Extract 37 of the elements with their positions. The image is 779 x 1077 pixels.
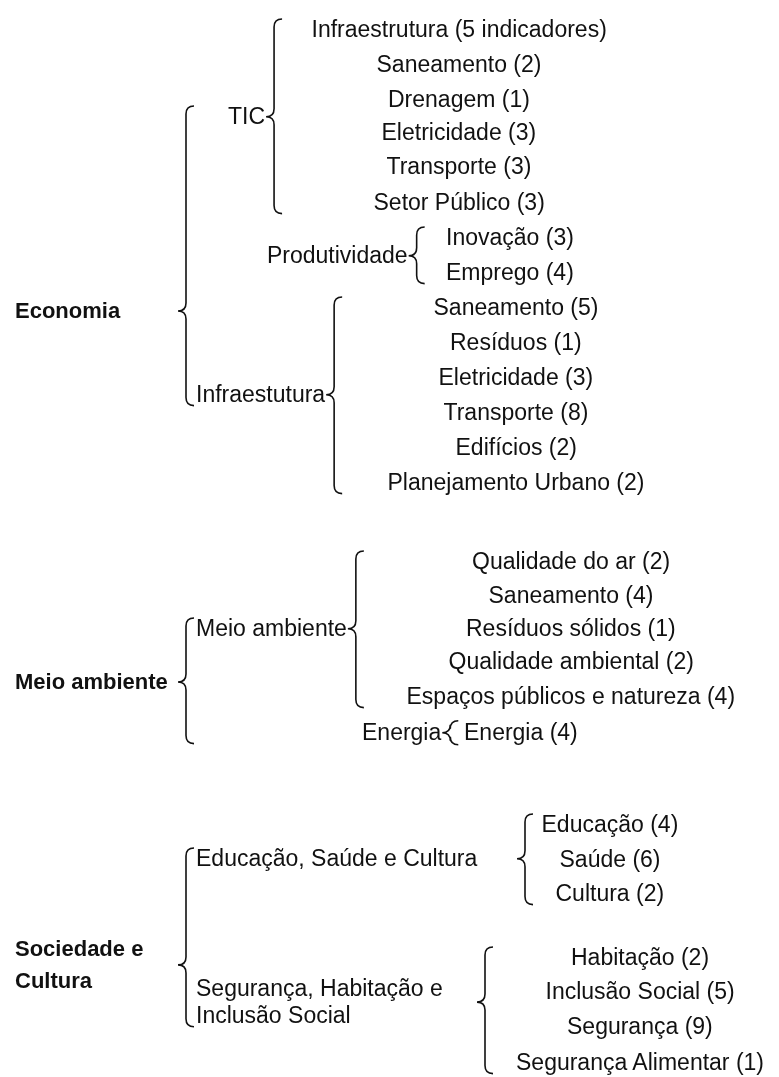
category-label: Resíduos sólidos (1) <box>466 615 676 643</box>
category-label: Drenagem (1) <box>388 86 530 114</box>
category-heading: Economia <box>15 295 178 327</box>
category-label: Setor Público (3) <box>373 189 545 217</box>
category-label: Saúde (6) <box>559 846 661 874</box>
category-label: Energia (4) <box>464 719 578 747</box>
category-label: Meio ambiente <box>196 615 347 643</box>
category-label: Emprego (4) <box>446 259 574 287</box>
category-label: Espaços públicos e natureza (4) <box>406 683 736 711</box>
category-label: TIC <box>228 103 266 131</box>
category-label: Saneamento (5) <box>433 294 599 322</box>
category-label: Edifícios (2) <box>455 434 577 462</box>
category-label: Educação, Saúde e Cultura <box>196 845 478 873</box>
category-label: Qualidade ambiental (2) <box>448 648 694 676</box>
category-label: Energia <box>362 719 442 747</box>
category-label: Cultura (2) <box>555 880 665 908</box>
category-label: Inclusão Social (5) <box>545 978 735 1006</box>
category-label: Inovação (3) <box>446 224 574 252</box>
category-label: Eletricidade (3) <box>381 119 537 147</box>
category-heading: Meio ambiente <box>15 666 178 698</box>
category-label: Infraestrutura (5 indicadores) <box>311 16 607 44</box>
category-label: Transporte (3) <box>386 153 532 181</box>
category-label: Infraestutura <box>196 381 326 409</box>
category-label: Resíduos (1) <box>450 329 582 357</box>
category-label: Qualidade do ar (2) <box>472 548 671 576</box>
category-label: Segurança (9) <box>567 1013 713 1041</box>
category-label: Segurança, Habitação e Inclusão Social <box>196 974 476 1030</box>
category-label: Educação (4) <box>541 811 679 839</box>
category-label: Saneamento (2) <box>376 51 542 79</box>
category-label: Transporte (8) <box>443 399 589 427</box>
category-label: Segurança Alimentar (1) <box>516 1049 764 1077</box>
category-label: Eletricidade (3) <box>438 364 594 392</box>
category-label: Saneamento (4) <box>488 582 654 610</box>
category-heading: Sociedade e Cultura <box>15 933 178 997</box>
category-label: Planejamento Urbano (2) <box>387 469 645 497</box>
category-label: Habitação (2) <box>571 944 710 972</box>
category-label: Produtividade <box>267 242 408 270</box>
